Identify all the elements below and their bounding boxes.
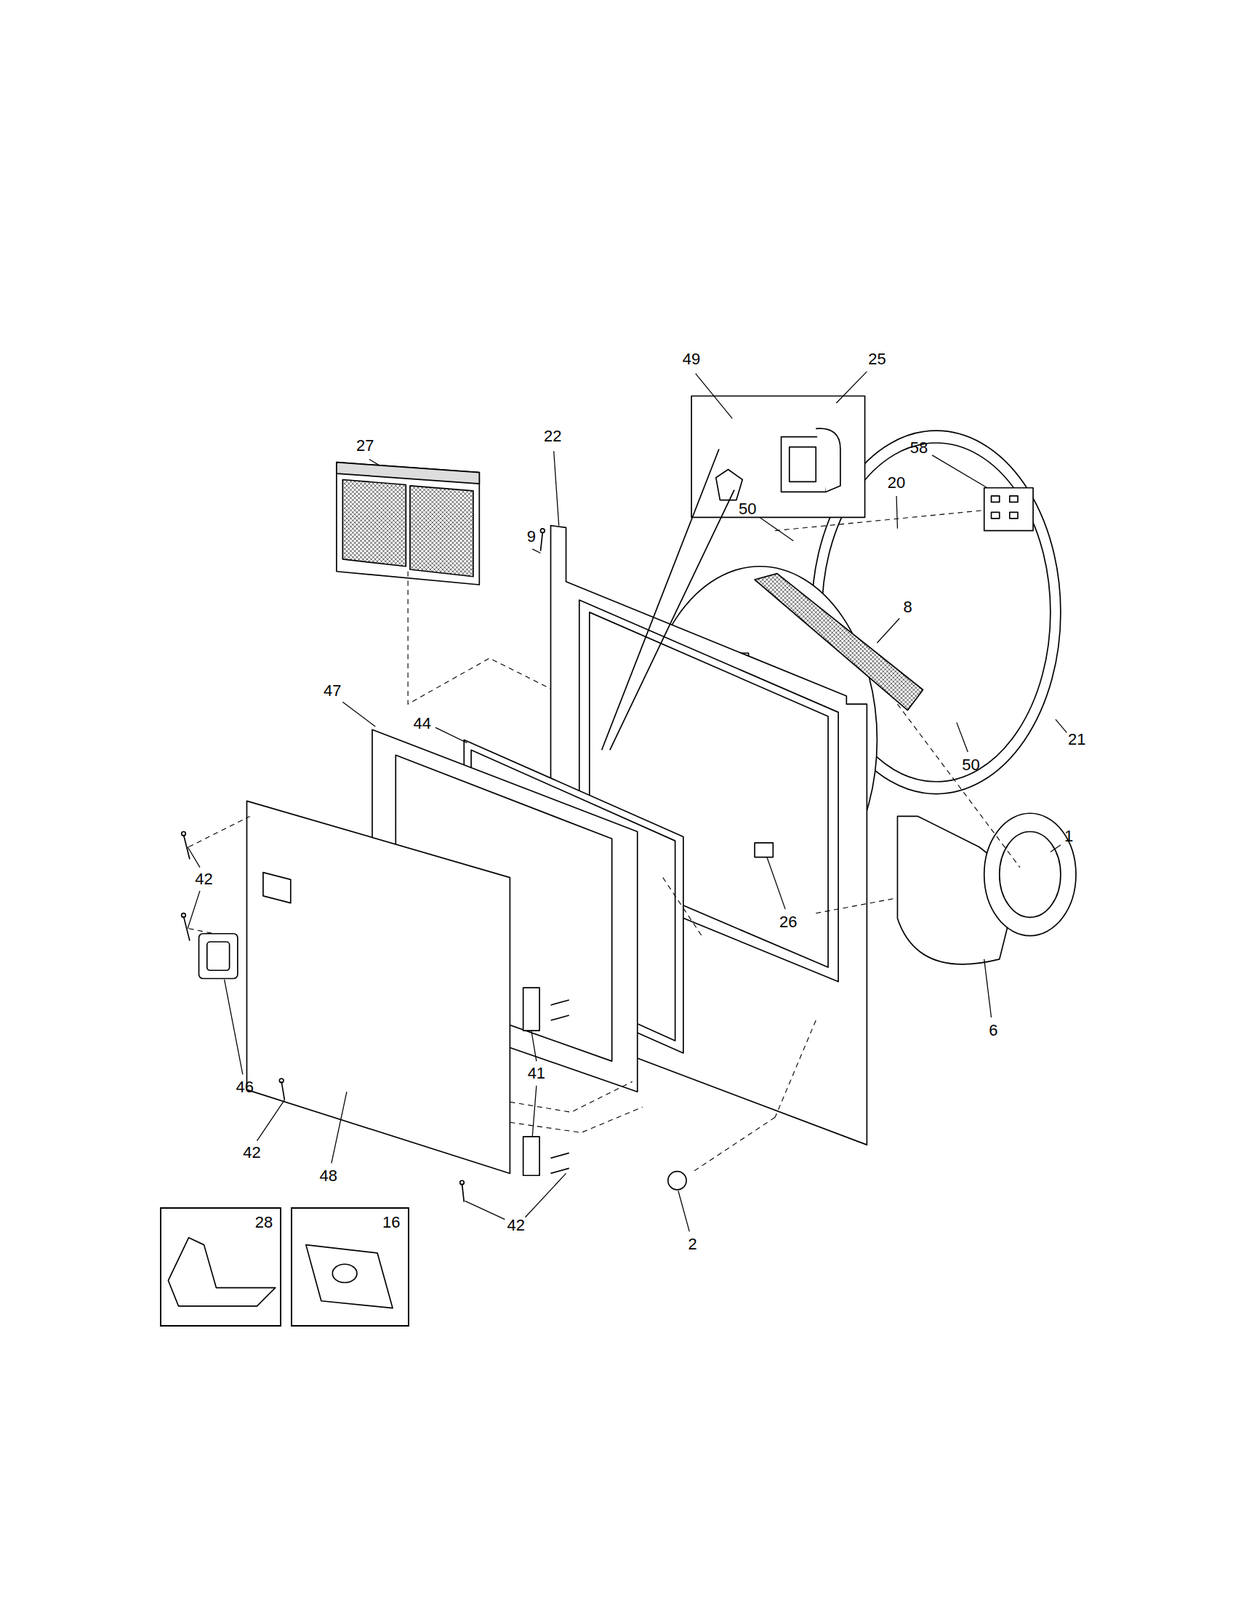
callout-number: 47	[323, 682, 341, 699]
callout-number: 49	[682, 351, 701, 368]
callout-number: 20	[887, 474, 906, 491]
callout-number: 46	[235, 1078, 253, 1095]
callout-number: 58	[910, 439, 928, 456]
callout-number: 42	[194, 870, 213, 887]
callout-number: 50	[961, 756, 980, 773]
callout-number: 27	[356, 437, 374, 454]
callout-number: 26	[779, 913, 797, 930]
callout-number: 50	[738, 500, 757, 517]
callout-number: 22	[543, 428, 562, 445]
callout-number: 48	[319, 1167, 337, 1184]
inset-box: 16	[290, 1206, 410, 1327]
callout-number: 9	[527, 528, 536, 545]
callout-number: 42	[242, 1144, 261, 1161]
callout-number: 42	[507, 1217, 525, 1233]
callout-number: 41	[527, 1065, 546, 1082]
callout-number: 25	[868, 351, 886, 368]
callout-number: 28	[255, 1214, 273, 1231]
callout-number: 6	[988, 1022, 998, 1039]
callout-number: 16	[382, 1214, 400, 1231]
callout-number: 8	[902, 599, 912, 616]
inset-box: 28	[159, 1206, 282, 1327]
callout-number: 21	[1067, 731, 1086, 748]
callout-number: 2	[687, 1235, 697, 1252]
callout-number: 44	[413, 715, 432, 732]
callout-number: 1	[1064, 828, 1074, 845]
